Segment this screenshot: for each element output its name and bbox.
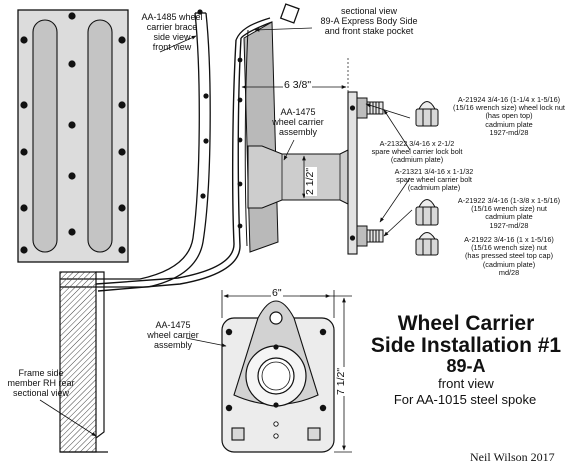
carrier-front-label: AA-1475 wheel carrier assembly — [147, 320, 199, 351]
brace-slot-left — [32, 19, 58, 253]
title-line4: front view — [438, 376, 494, 391]
brace-panel — [17, 9, 129, 263]
title-line2: Side Installation #1 — [370, 334, 562, 357]
mount-plate — [347, 91, 358, 255]
stake-pocket — [279, 3, 300, 24]
nut-1-icon — [415, 232, 439, 256]
part-nut-3-8: A-21922 3/4-16 (1-3/8 x 1-5/16) (15/16 w… — [457, 196, 561, 230]
dimension-width-front: 6" — [271, 287, 283, 300]
part-carrier-bolt: A-21321 3/4-16 x 1-1/32 spare wheel carr… — [394, 167, 474, 193]
title-line5: For AA-1015 steel spoke — [393, 392, 537, 407]
dimension-height-front: 7 1/2" — [335, 366, 348, 396]
lock-nut-icon — [415, 101, 439, 127]
part-lock-nut: A-21924 3/4-16 (1-1/4 x 1-5/16) (15/16 w… — [453, 95, 565, 137]
brace-slot-right — [87, 19, 113, 253]
signature: Neil Wilson 2017 — [470, 450, 555, 464]
carrier-side-view — [247, 58, 384, 255]
brace-side-view — [60, 9, 211, 288]
stud-bolt-bottom — [356, 225, 384, 247]
corner-bolt-heads — [231, 427, 321, 441]
carrier-top-label: AA-1475 wheel carrier assembly — [272, 107, 324, 138]
part-lock-bolt: A-21322 3/4-16 x 2-1/2 spare wheel carri… — [371, 139, 463, 165]
nut-3-8-icon — [415, 199, 439, 226]
dimension-boss: 2 1/2" — [304, 166, 317, 196]
part-nut-1: A-21922 3/4-16 (1 x 1-5/16) (15/16 wrenc… — [464, 235, 554, 277]
hub-inner — [257, 357, 295, 395]
stud-bolt-top — [356, 97, 384, 119]
sectional-label: sectional view 89-A Express Body Side an… — [320, 6, 418, 37]
dimension-width-top: 6 3/8" — [283, 79, 313, 92]
frame-section — [59, 271, 108, 453]
carrier-front-view — [221, 300, 335, 453]
brace-rivets — [20, 12, 126, 254]
frame-label: Frame side member RH rear sectional view — [7, 368, 75, 399]
leader-lines — [39, 27, 413, 437]
body-rivets — [237, 57, 243, 229]
title-line1: Wheel Carrier — [397, 312, 535, 335]
dimension-lines — [221, 85, 352, 453]
title-line3: 89-A — [446, 356, 486, 376]
brace-label: AA-1485 wheel carrier brace side view fr… — [141, 12, 203, 53]
